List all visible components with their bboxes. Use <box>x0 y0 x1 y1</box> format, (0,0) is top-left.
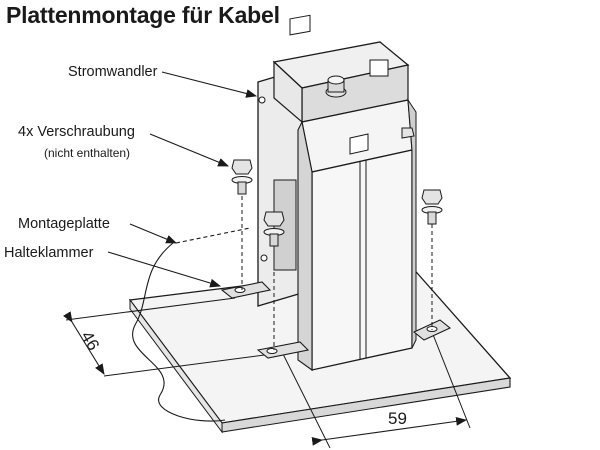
screw-right <box>421 189 443 330</box>
current-transformer <box>272 14 417 372</box>
page-title: Plattenmontage für Kabel <box>6 2 280 28</box>
screw-back <box>401 127 415 139</box>
dimension-46-text: 46 <box>77 328 103 354</box>
leader-lines <box>107 71 258 288</box>
label-halteklammer: Halteklammer <box>4 245 94 261</box>
label-verschraubung: 4x Verschraubung <box>18 124 135 140</box>
dimension-59-text: 59 <box>388 409 407 428</box>
label-stromwandler: Stromwandler <box>68 64 158 80</box>
dimension-59: 59 <box>282 331 471 449</box>
screw-left-bottom <box>263 211 285 350</box>
label-not-included: (nicht enthalten) <box>44 146 131 160</box>
screw-left-top <box>231 159 253 290</box>
cable-line <box>132 242 226 422</box>
label-montageplatte: Montageplatte <box>18 216 110 232</box>
